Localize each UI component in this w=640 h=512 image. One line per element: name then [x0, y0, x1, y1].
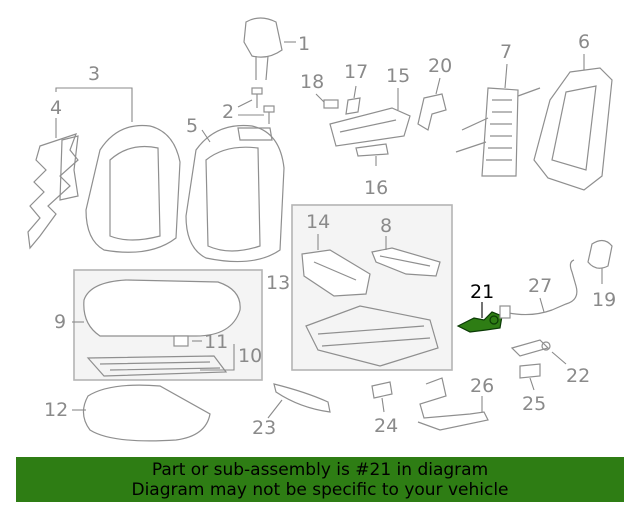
label-5: 5	[186, 115, 198, 137]
back-spring-part[interactable]	[455, 87, 541, 177]
leader-line-17	[353, 85, 357, 99]
side-shield-part[interactable]	[273, 383, 331, 413]
label-10: 10	[238, 345, 262, 367]
leader-line-5	[201, 129, 211, 143]
bracket-22-part[interactable]	[510, 339, 551, 357]
label-18: 18	[300, 71, 324, 93]
back-pad-part[interactable]	[185, 124, 285, 263]
label-11: 11	[204, 331, 228, 353]
leader-line-20	[435, 77, 441, 95]
leader-line-22	[551, 351, 567, 365]
headrest-guide-part[interactable]	[251, 87, 275, 124]
back-cover-part[interactable]	[85, 124, 181, 253]
label-4: 4	[50, 97, 62, 119]
banner-line-disclaimer: Diagram may not be specific to your vehi…	[131, 479, 509, 500]
leader-line-2	[237, 99, 253, 108]
cable-part[interactable]	[499, 259, 578, 319]
leader-line-7	[504, 63, 508, 89]
leader-line-10	[200, 344, 235, 371]
banner-line-part-number: Part or sub-assembly is #21 in diagram	[151, 459, 489, 480]
label-14: 14	[306, 211, 330, 233]
label-27: 27	[528, 275, 552, 297]
seat-adjuster-part[interactable]	[305, 305, 439, 367]
label-17: 17	[344, 61, 368, 83]
cushion-pan-part[interactable]	[301, 249, 371, 297]
label-16: 16	[364, 177, 388, 199]
seat-parts-diagram: 1 2 3 4 5 6 7 8 9 10 11 12 13 14 15 16 1…	[27, 17, 616, 442]
back-frame-part[interactable]	[533, 67, 613, 191]
leader-line-23	[267, 399, 283, 419]
cushion-clip-part[interactable]	[173, 335, 189, 347]
label-19: 19	[592, 289, 616, 311]
label-25: 25	[522, 393, 546, 415]
label-24: 24	[374, 415, 398, 437]
label-1: 1	[298, 33, 310, 55]
leader-line-18	[315, 93, 325, 103]
clip-25-part[interactable]	[519, 363, 541, 379]
label-9: 9	[54, 311, 66, 333]
cover-cap-part[interactable]	[345, 97, 361, 115]
back-wire-part[interactable]	[27, 133, 79, 250]
label-7: 7	[500, 41, 512, 63]
cushion-cover-part[interactable]	[82, 384, 211, 442]
leader-line-24	[381, 397, 385, 413]
label-26: 26	[470, 375, 494, 397]
label-12: 12	[44, 399, 68, 421]
cushion-pad-part[interactable]	[83, 279, 241, 337]
seat-frame-upper-part[interactable]	[371, 247, 441, 277]
clip-24-part[interactable]	[371, 381, 393, 399]
info-banner: Part or sub-assembly is #21 in diagram D…	[16, 457, 624, 502]
wire-harness-part[interactable]	[417, 377, 489, 431]
label-13: 13	[266, 272, 290, 294]
headrest-part[interactable]	[243, 17, 283, 81]
label-8: 8	[380, 215, 392, 237]
knob-part[interactable]	[323, 99, 339, 109]
lever-part[interactable]	[355, 143, 389, 157]
label-3: 3	[88, 63, 100, 85]
label-15: 15	[386, 65, 410, 87]
leader-line-27	[539, 297, 545, 313]
label-6: 6	[578, 31, 590, 53]
recliner-part[interactable]	[329, 107, 411, 147]
leader-line-3	[55, 87, 133, 122]
cushion-mat-part[interactable]	[86, 355, 228, 377]
bracket-part[interactable]	[417, 93, 447, 131]
label-21: 21	[470, 281, 494, 303]
label-23: 23	[252, 417, 276, 439]
leader-line-25	[529, 377, 535, 391]
label-2: 2	[222, 101, 234, 123]
switch-knob-part[interactable]	[587, 239, 613, 269]
label-20: 20	[428, 55, 452, 77]
label-22: 22	[566, 365, 590, 387]
part-21-highlighted[interactable]	[456, 311, 503, 333]
